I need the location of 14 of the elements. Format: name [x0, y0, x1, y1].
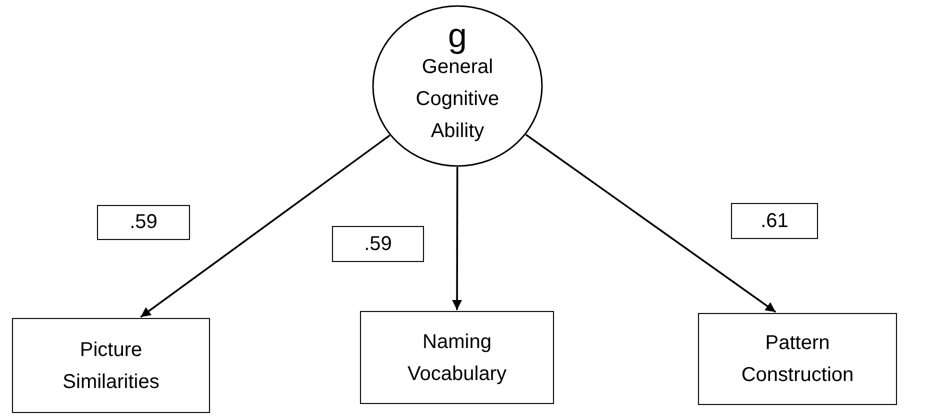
edge-label: .61	[731, 203, 818, 239]
latent-factor-ellipse	[372, 5, 543, 167]
measure-box	[12, 318, 210, 413]
edge-label: .59	[97, 205, 190, 240]
arrow	[525, 134, 776, 313]
edge-label: .59	[332, 226, 424, 262]
measure-box	[698, 313, 897, 405]
node-label: General Cognitive Ability	[414, 55, 500, 144]
node-label: Picture Similarities	[62, 338, 160, 394]
arrow	[452, 167, 462, 310]
node-label: Pattern Construction	[740, 331, 855, 388]
arrow	[140, 134, 390, 318]
node-label: Naming Vocabulary	[406, 330, 508, 386]
measure-box	[360, 311, 554, 404]
